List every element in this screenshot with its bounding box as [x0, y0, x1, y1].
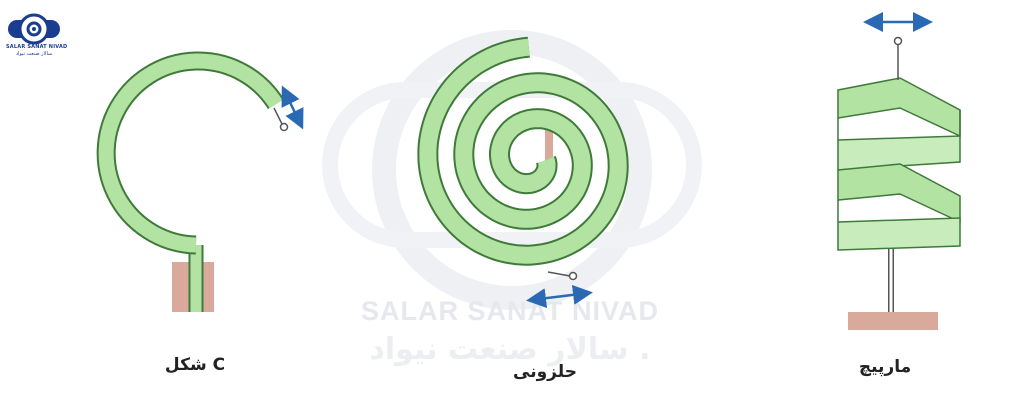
c-shape-motion-arrow [281, 85, 304, 130]
logo-name: SALAR SANAT NIVAD [6, 44, 68, 50]
spiral-pointer-link [547, 271, 571, 277]
spiral-motion-arrow [526, 284, 593, 309]
c-shape-tube-figure [96, 51, 304, 312]
label-spiral: حلزونی [513, 362, 577, 382]
logo-dot [32, 27, 36, 31]
logo-core [26, 21, 42, 37]
helical-coil-4 [837, 217, 961, 251]
company-logo [8, 13, 60, 45]
c-shape-pointer-link [273, 107, 283, 125]
c-shape-pivot [279, 122, 289, 132]
helical-tube-figure [837, 12, 961, 330]
helical-coil-3 [837, 163, 961, 224]
label-c-shape: شکل C [164, 355, 226, 375]
spiral-base [545, 128, 553, 176]
spiral-tube [419, 38, 627, 264]
watermark-english: SALAR SANAT NIVAD [361, 296, 659, 326]
helical-pivot [893, 36, 903, 46]
spiral-pivot [568, 271, 578, 281]
helical-base [848, 312, 938, 330]
helical-coil-2 [837, 135, 961, 171]
helical-coil-1 [837, 77, 961, 138]
c-shape-tube [98, 53, 283, 253]
spiral-tube-figure [417, 36, 629, 309]
watermark-persian: سالار صنعت نیواد . [369, 332, 651, 367]
logo-subtitle: سالار صنعت نیواد [15, 51, 53, 57]
label-helical: مارپیچ [858, 357, 912, 377]
